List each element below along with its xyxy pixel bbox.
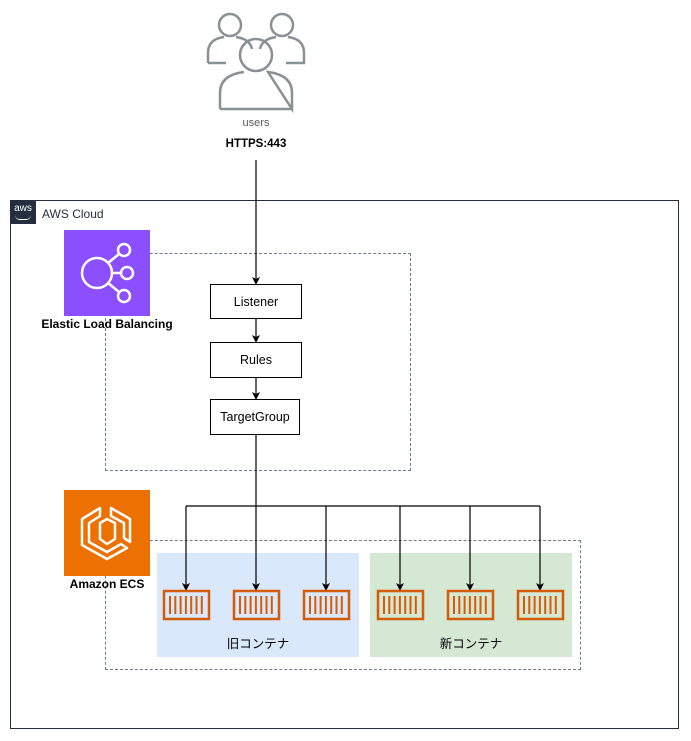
aws-smile-mark [15,215,31,220]
aws-cloud-frame [10,200,679,729]
aws-logo-icon: aws [10,200,36,224]
old-container-icon[interactable] [162,589,211,621]
load-balancer-glyph-icon [80,242,135,304]
new-container-icon[interactable] [376,589,425,621]
new-container-zone [370,553,572,657]
amazon-ecs-icon [64,490,150,576]
users-icon [206,12,306,114]
listener-box[interactable]: Listener [210,284,302,319]
elastic-load-balancing-label: Elastic Load Balancing [41,317,173,331]
target-group-box[interactable]: TargetGroup [210,399,300,435]
aws-logo-text: aws [14,203,32,214]
new-container-label: 新コンテナ [439,637,503,651]
ecs-group-boundary [105,540,581,670]
aws-cloud-label: AWS Cloud [42,207,104,221]
ecs-glyph-icon [80,506,132,561]
old-container-icon[interactable] [302,589,351,621]
users-label: users [242,117,270,129]
https-port-label: HTTPS:443 [225,138,287,150]
elb-group-boundary [105,253,411,471]
amazon-ecs-label: Amazon ECS [69,577,145,591]
old-container-label: 旧コンテナ [226,637,290,651]
elastic-load-balancing-icon [64,230,150,316]
new-container-icon[interactable] [516,589,565,621]
old-container-icon[interactable] [232,589,281,621]
new-container-icon[interactable] [446,589,495,621]
